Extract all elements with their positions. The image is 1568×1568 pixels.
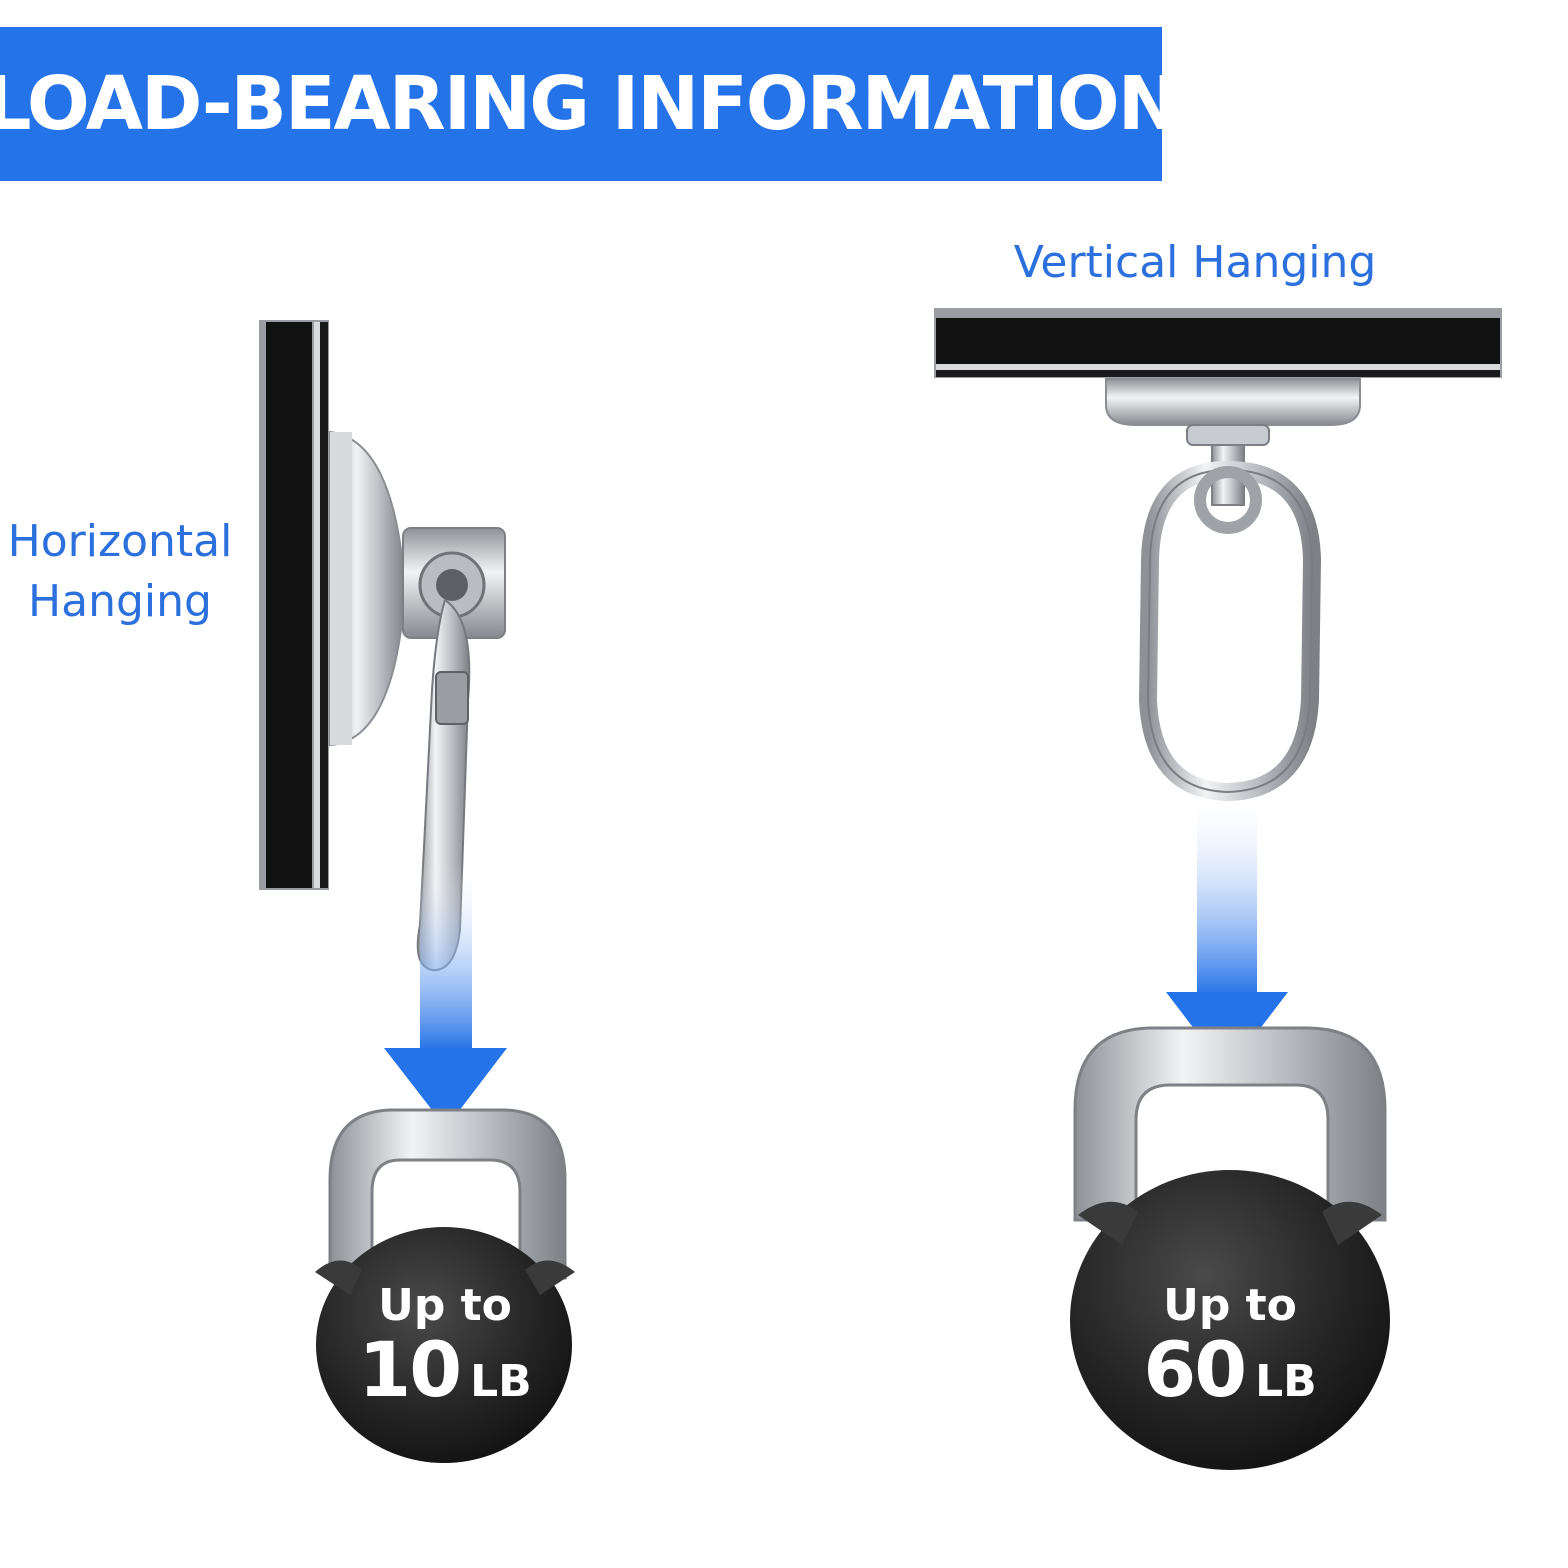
- kettlebell-10lb: [315, 1108, 575, 1463]
- horizontal-hanging-label: Horizontal Hanging: [0, 512, 240, 632]
- wall-plate-left: [259, 320, 329, 890]
- kettlebell-60lb-unit: LB: [1255, 1356, 1317, 1407]
- horizontal-label-line2: Hanging: [28, 576, 212, 627]
- header-banner: LOAD-BEARING INFORMATION: [0, 27, 1180, 181]
- arrow-left: [384, 860, 507, 1128]
- kettlebell-60lb-weight: 60: [1143, 1325, 1247, 1414]
- carabiner-right: [1138, 460, 1322, 802]
- kettlebell-60lb: [1070, 1026, 1390, 1470]
- ceiling-plate-right: [934, 308, 1502, 378]
- header-title: LOAD-BEARING INFORMATION: [0, 61, 1180, 147]
- horizontal-label-line1: Horizontal: [7, 516, 233, 567]
- kettlebell-60lb-upto: Up to: [1163, 1280, 1297, 1331]
- kettlebell-10lb-weight: 10: [358, 1325, 462, 1414]
- magnet-right: [1105, 378, 1361, 506]
- kettlebell-10lb-upto: Up to: [378, 1280, 512, 1331]
- kettlebell-10lb-unit: LB: [470, 1356, 532, 1407]
- magnet-left: [329, 430, 506, 747]
- vertical-hanging-label: Vertical Hanging: [1013, 237, 1377, 288]
